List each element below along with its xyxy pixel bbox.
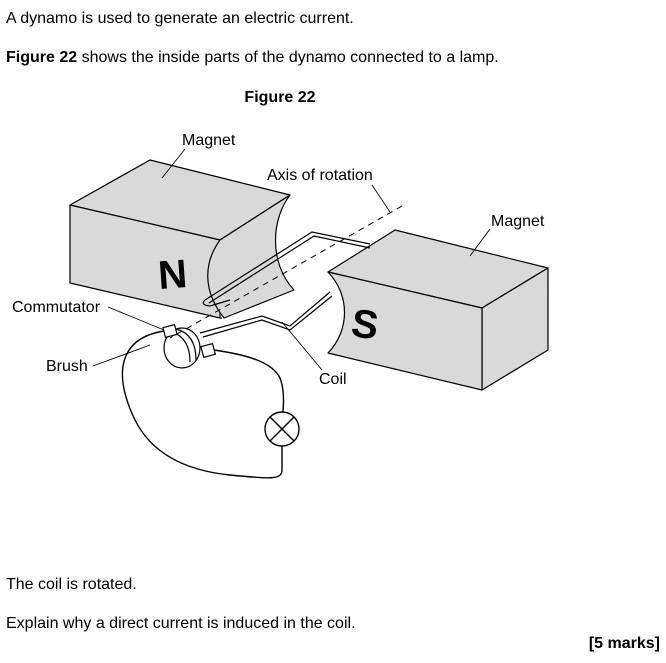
figure-title: Figure 22 — [244, 89, 316, 106]
question-prompt: Explain why a direct current is induced … — [6, 615, 356, 632]
intro-text: A dynamo is used to generate an electric… — [6, 10, 354, 27]
commutator-label: Commutator — [12, 299, 101, 316]
magnet-left-label: Magnet — [182, 132, 236, 149]
leader-lines — [92, 148, 491, 371]
brush-label: Brush — [46, 358, 88, 375]
magnet-north — [69, 159, 295, 319]
axis-of-rotation-line — [169, 205, 403, 339]
figure-reference-rest: shows the inside parts of the dynamo con… — [77, 49, 499, 66]
circuit-wire — [121, 330, 285, 479]
commutator — [162, 323, 217, 369]
figure-reference-bold: Figure 22 — [6, 49, 78, 66]
axis-of-rotation-label: Axis of rotation — [267, 167, 373, 184]
magnet-north-concave-face — [207, 194, 295, 319]
brush-top — [162, 323, 178, 339]
brush-bottom — [200, 342, 217, 359]
north-pole-label: N — [157, 252, 189, 298]
magnet-south — [327, 229, 549, 391]
marks-label: [5 marks] — [588, 635, 660, 652]
magnet-south-concave-face — [327, 271, 483, 391]
dynamo-diagram: N S Magnet Axis of rotation Magnet Commu… — [12, 132, 549, 479]
figure-reference-text: Figure 22 shows the inside parts of the … — [6, 48, 499, 68]
coil-label: Coil — [319, 371, 347, 388]
magnet-right-label: Magnet — [491, 213, 545, 230]
question-statement: The coil is rotated. — [6, 576, 137, 593]
coil — [199, 231, 371, 338]
lamp-symbol-icon — [264, 411, 300, 447]
south-pole-label: S — [349, 301, 382, 348]
